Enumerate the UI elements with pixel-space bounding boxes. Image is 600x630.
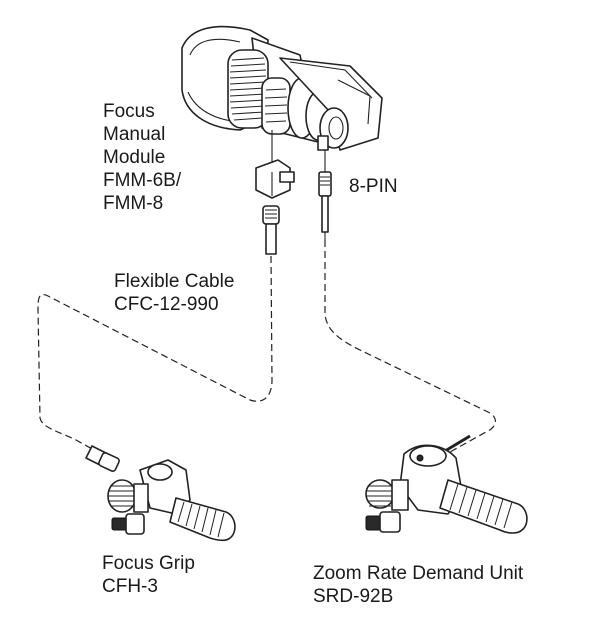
fmm-label-line: Module bbox=[103, 147, 166, 168]
zoom-demand-unit-illustration bbox=[365, 434, 528, 534]
zoom-label-line: SRD-92B bbox=[313, 586, 394, 607]
flexible-cable-line bbox=[37, 255, 273, 451]
fmm-label-line: FMM-8 bbox=[103, 193, 164, 214]
pin-label: 8-PIN bbox=[349, 175, 398, 198]
cable-label-line: CFC-12-990 bbox=[114, 294, 219, 315]
fmm-label: Focus Manual Module FMM-6B/ FMM-8 bbox=[103, 100, 181, 215]
eight-pin-connector bbox=[318, 150, 332, 240]
grip-label-line: CFH-3 bbox=[102, 576, 158, 597]
lens-illustration bbox=[181, 25, 383, 151]
pin-label-text: 8-PIN bbox=[349, 176, 398, 197]
zoom-label: Zoom Rate Demand Unit SRD-92B bbox=[313, 562, 523, 608]
grip-label: Focus Grip CFH-3 bbox=[102, 552, 195, 598]
focus-module-illustration bbox=[255, 130, 295, 255]
focus-ring-knurl bbox=[229, 57, 267, 121]
fmm-label-line: Manual bbox=[103, 124, 166, 145]
cable-label: Flexible Cable CFC-12-990 bbox=[114, 270, 234, 316]
focus-grip-illustration bbox=[85, 445, 236, 542]
fmm-label-line: Focus bbox=[103, 101, 155, 122]
zoom-cable-line bbox=[324, 240, 496, 453]
fmm-label-line: FMM-6B/ bbox=[103, 170, 182, 191]
grip-label-line: Focus Grip bbox=[102, 553, 195, 574]
zoom-label-line: Zoom Rate Demand Unit bbox=[313, 563, 524, 584]
cable-label-line: Flexible Cable bbox=[114, 271, 235, 292]
